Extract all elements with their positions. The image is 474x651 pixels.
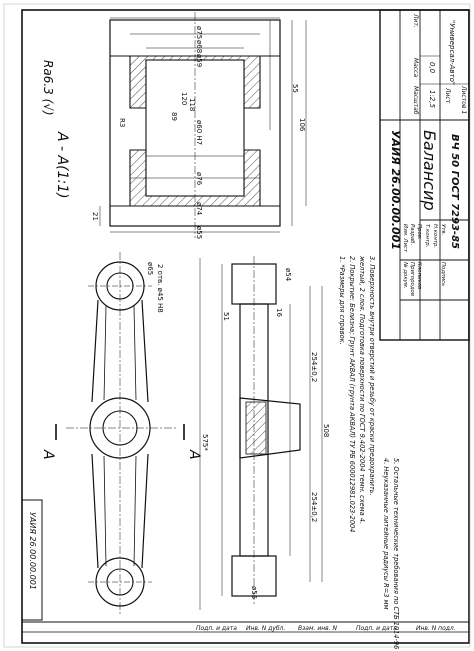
scale-value: 1:2,5 [428,90,436,108]
side-view [221,256,323,604]
dim-120: 120 [180,92,188,105]
dim-575: 575* [201,434,209,451]
note-3: 3. Поверхность внутри отверстий и резьбу… [368,256,376,496]
cut-label-right: А [186,449,202,460]
dim-254-top: 254±0,2 [310,352,318,382]
outer-border [3,3,471,648]
label-lit: Лит. [412,13,419,28]
label-sheets: Листов 1 [460,85,467,114]
dim-21: 21 [91,212,99,221]
dim-d59: ø59 [195,54,203,67]
dim-118: 118 [188,98,196,111]
dim-d68: ø68 [195,40,203,53]
dim-d55-side: ø55 [250,586,258,599]
row-name: Клепиков [416,262,422,289]
row-name: № докум. [402,261,408,289]
dim-d55: ø55 [195,226,203,239]
dim-d60h7: ø60 Н7 [195,120,203,145]
row-role: Изм. Лист [402,224,408,253]
dim-55: 55 [291,84,299,93]
note-1: 1. *Размеры для справок. [338,256,346,345]
note-2b: желтый, 2 слоя. Подготовка поверхности п… [358,255,366,524]
plan-view [55,252,201,616]
material: ВЧ 50 ГОСТ 7293-85 [449,134,460,249]
margin-label: Инв. N дубл. [246,625,285,632]
dim-d74: ø74 [195,202,203,216]
dim-d75: ø75 [195,26,203,39]
organization: "Универсал-Авто" [448,20,456,85]
mass-value: 0,0 [428,62,436,74]
cut-label-left: А [40,449,56,460]
dim-holes: 2 отв. ø45 Н8 [156,264,164,313]
dim-89: 89 [170,112,178,121]
row-role: Пров. [416,224,422,240]
note-4: 4. Неуказанные литейные радиусы R=3 мм [382,458,390,609]
margin-label: Взам. инв. N [298,625,337,632]
title-block-frame [379,9,470,341]
margin-label: Инв. N подл. [416,625,456,632]
dim-106: 106 [298,118,306,132]
dim-51: 51 [222,312,230,321]
row-role: Разраб. [409,224,415,245]
note-2: 2. Покрытие: Белизна; Грунт АКВАЛ (грунт… [348,256,356,532]
dim-r3: R3 [118,118,126,127]
title-block: УАИЯ 26.00.00.001 Балансир ВЧ 50 ГОСТ 72… [379,9,470,341]
corner-stamp: УАИЯ 26.00.00.001 [28,512,37,590]
row-role: Утв. [440,224,446,235]
dim-d54: ø54 [284,268,292,282]
arm-rib [103,305,137,567]
label-mass: Масса [412,58,419,77]
bottom-margin: Инв. N подл. Подп. и дата Взам. инв. N И… [22,621,469,633]
row-name: Пригородов [409,262,415,296]
label-scale: Масштаб [412,86,419,115]
section-label: А - А(1:1) [54,131,70,199]
side-hub [239,397,301,459]
roughness-symbol: Ra6.3 (√) [41,60,55,116]
technical-notes: 1. *Размеры для справок. 2. Покрытие: Бе… [338,255,400,649]
dim-d65: ø65 [146,262,154,275]
margin-label: Подп. и дата [356,625,397,632]
dim-254-bottom: 254±0,2 [310,492,318,522]
arm-outline [91,299,149,569]
note-5: 5. Остальные технические требования по С… [392,458,400,649]
dim-16: 16 [275,308,283,317]
row-role: Н.контр. [432,224,438,248]
part-name: Балансир [420,130,439,211]
row-name: Подпись [440,262,446,286]
margin-label: Подп. и дата [196,625,237,632]
corner-stamp-box [21,499,43,621]
label-sheet: Лист [444,87,451,104]
dim-d76: ø76 [195,172,203,186]
dim-508: 508 [322,424,330,437]
section-view: ø75 ø68 ø59 ø60 Н7 ø76 55 89 106 118 120… [91,12,307,239]
title-designation: УАИЯ 26.00.00.001 [389,130,402,250]
side-hub-hatch [245,401,267,455]
row-role: Т.контр. [424,224,430,247]
